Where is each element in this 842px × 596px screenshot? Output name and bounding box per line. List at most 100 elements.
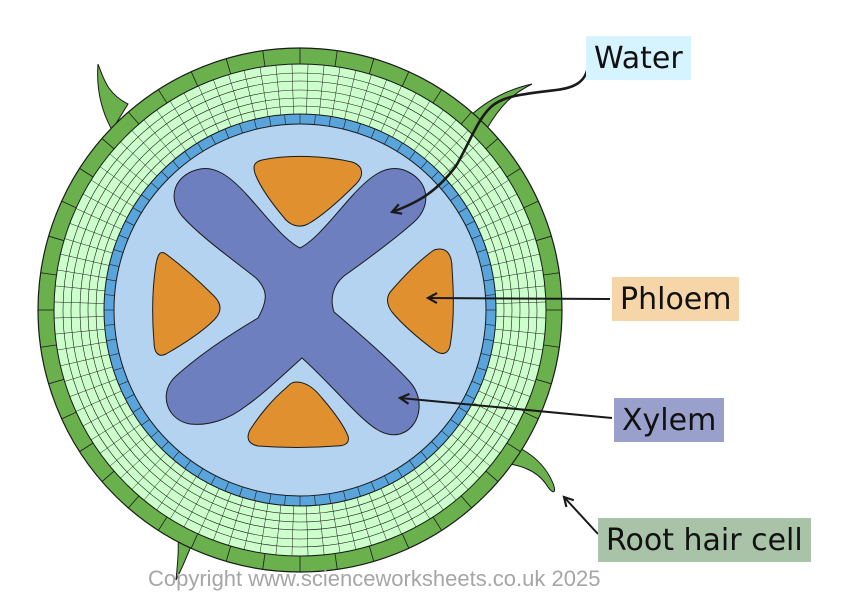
cortex-cell-wall bbox=[466, 179, 510, 207]
endodermis-cell-wall bbox=[161, 171, 169, 179]
endodermis-cell-wall bbox=[485, 324, 496, 326]
endodermis-cell-wall bbox=[132, 406, 142, 413]
cortex-cell-wall bbox=[69, 223, 117, 242]
epidermis-cell-wall bbox=[61, 411, 77, 420]
endodermis-cell-wall bbox=[409, 151, 416, 160]
epidermis-cell-wall bbox=[262, 50, 266, 67]
cortex-cell-wall bbox=[493, 269, 543, 279]
endodermis-cell-wall bbox=[343, 490, 347, 501]
endodermis-cell-wall bbox=[172, 160, 180, 169]
cortex-cell-wall bbox=[487, 366, 536, 382]
cortex-cell-wall bbox=[424, 119, 457, 159]
endodermis-cell-wall bbox=[284, 114, 286, 125]
endodermis-cell-wall bbox=[161, 441, 169, 449]
cortex-cell-wall bbox=[380, 85, 402, 132]
cortex-cell-wall bbox=[55, 328, 105, 335]
endodermis-cell-wall bbox=[480, 353, 491, 357]
water-label: Water bbox=[586, 36, 691, 80]
epidermis-cell-wall bbox=[61, 200, 77, 209]
endodermis-cell-wall bbox=[184, 460, 191, 469]
cortex-cell-wall bbox=[466, 413, 510, 441]
cortex-cell-wall bbox=[413, 469, 444, 511]
endodermis-cell-wall bbox=[458, 207, 468, 214]
epidermis-cell-wall bbox=[485, 470, 499, 482]
epidermis-cell-wall bbox=[225, 58, 232, 75]
cortex-ring bbox=[95, 105, 505, 515]
epidermis-cell-wall bbox=[523, 200, 539, 209]
endodermis-cell-wall bbox=[125, 394, 135, 400]
endodermis-cell-wall bbox=[284, 495, 286, 506]
root-hair-top-right bbox=[469, 83, 533, 131]
endodermis-cell-wall bbox=[224, 481, 230, 492]
cortex-cell-wall bbox=[55, 285, 105, 292]
cortex-cell-wall bbox=[459, 166, 501, 197]
endodermis-cell-wall bbox=[118, 380, 129, 386]
cortex-cell-wall bbox=[183, 92, 208, 138]
cortex-cell-wall bbox=[183, 482, 208, 528]
cortex-cell-wall bbox=[90, 179, 134, 207]
endodermis-cell-wall bbox=[269, 493, 272, 504]
phloem-left bbox=[152, 251, 221, 356]
cortex-cell-wall bbox=[75, 390, 122, 412]
endodermis-cell-wall bbox=[465, 394, 475, 400]
cortex-cell-wall bbox=[368, 493, 387, 541]
endodermis-cell-wall bbox=[109, 353, 120, 357]
endodermis-cell-wall bbox=[197, 468, 204, 478]
cortex-cell-wall bbox=[331, 503, 341, 553]
phloem-top bbox=[253, 155, 362, 227]
epidermis-cell-wall bbox=[48, 378, 65, 385]
cortex-cell-wall bbox=[213, 79, 232, 127]
cortex-cell-wall bbox=[472, 193, 518, 218]
endodermis-cell-wall bbox=[420, 451, 428, 460]
cortex-cell-wall bbox=[259, 67, 269, 117]
cortex-cell-wall bbox=[64, 238, 113, 254]
endodermis-cell-wall bbox=[172, 451, 180, 460]
cortex-cell-wall bbox=[403, 476, 431, 520]
cortex-cell-wall bbox=[344, 70, 357, 120]
endodermis-cell-wall bbox=[476, 249, 487, 253]
cortex-cell-wall bbox=[54, 316, 105, 319]
epidermis-cell-wall bbox=[460, 495, 472, 509]
cortex-cell-wall bbox=[451, 153, 491, 186]
phloem-arrow bbox=[428, 298, 611, 299]
endodermis-cell-wall bbox=[357, 123, 361, 134]
endodermis-cell-wall bbox=[269, 116, 272, 127]
cortex-cell-wall bbox=[318, 505, 325, 555]
cortex-cell-wall bbox=[120, 141, 158, 177]
endodermis-cell-wall bbox=[485, 294, 496, 296]
cortex-cell-wall bbox=[60, 253, 110, 266]
xylem-tissue bbox=[165, 168, 427, 436]
cortex-cell-wall bbox=[198, 85, 220, 132]
endodermis-cell-wall bbox=[253, 490, 257, 501]
cortex-cell-wall bbox=[143, 119, 176, 159]
cortex-cell-wall bbox=[424, 461, 457, 501]
endodermis-cell-wall bbox=[483, 279, 494, 282]
cortex-cell-wall bbox=[344, 500, 357, 550]
epidermis-cell-wall bbox=[190, 71, 199, 87]
cortex-ring bbox=[87, 97, 513, 523]
cortex-cell-wall bbox=[156, 469, 187, 511]
endodermis-cell-wall bbox=[106, 338, 117, 341]
epidermis-cell-wall bbox=[190, 533, 199, 549]
cortex-cell-wall bbox=[275, 505, 282, 555]
epidermis-cell-wall bbox=[225, 545, 232, 562]
cortex-cell-wall bbox=[82, 193, 128, 218]
endodermis-cell-wall bbox=[141, 194, 150, 201]
cortex-cell-wall bbox=[259, 503, 269, 553]
cortex-cell-wall bbox=[490, 253, 540, 266]
cortex-cell-rings bbox=[62, 72, 538, 548]
epidermis-cell-wall bbox=[158, 89, 168, 104]
cortex-cell-wall bbox=[306, 64, 309, 115]
cortex-cell-wall bbox=[483, 223, 531, 242]
cortex-cell-wall bbox=[99, 423, 141, 454]
endodermis-cell-wall bbox=[125, 220, 135, 226]
epidermis-cell-wall bbox=[432, 516, 442, 531]
cortex-cell-wall bbox=[356, 74, 372, 123]
cortex-ring bbox=[70, 80, 530, 540]
epidermis-cell-wall bbox=[535, 378, 552, 385]
endodermis-cell-wall bbox=[343, 119, 347, 130]
phloem-right bbox=[387, 248, 454, 354]
cortex-cell-wall bbox=[99, 166, 141, 197]
epidermis-cell-wall bbox=[40, 344, 57, 348]
endodermis-cell-wall bbox=[471, 234, 482, 240]
